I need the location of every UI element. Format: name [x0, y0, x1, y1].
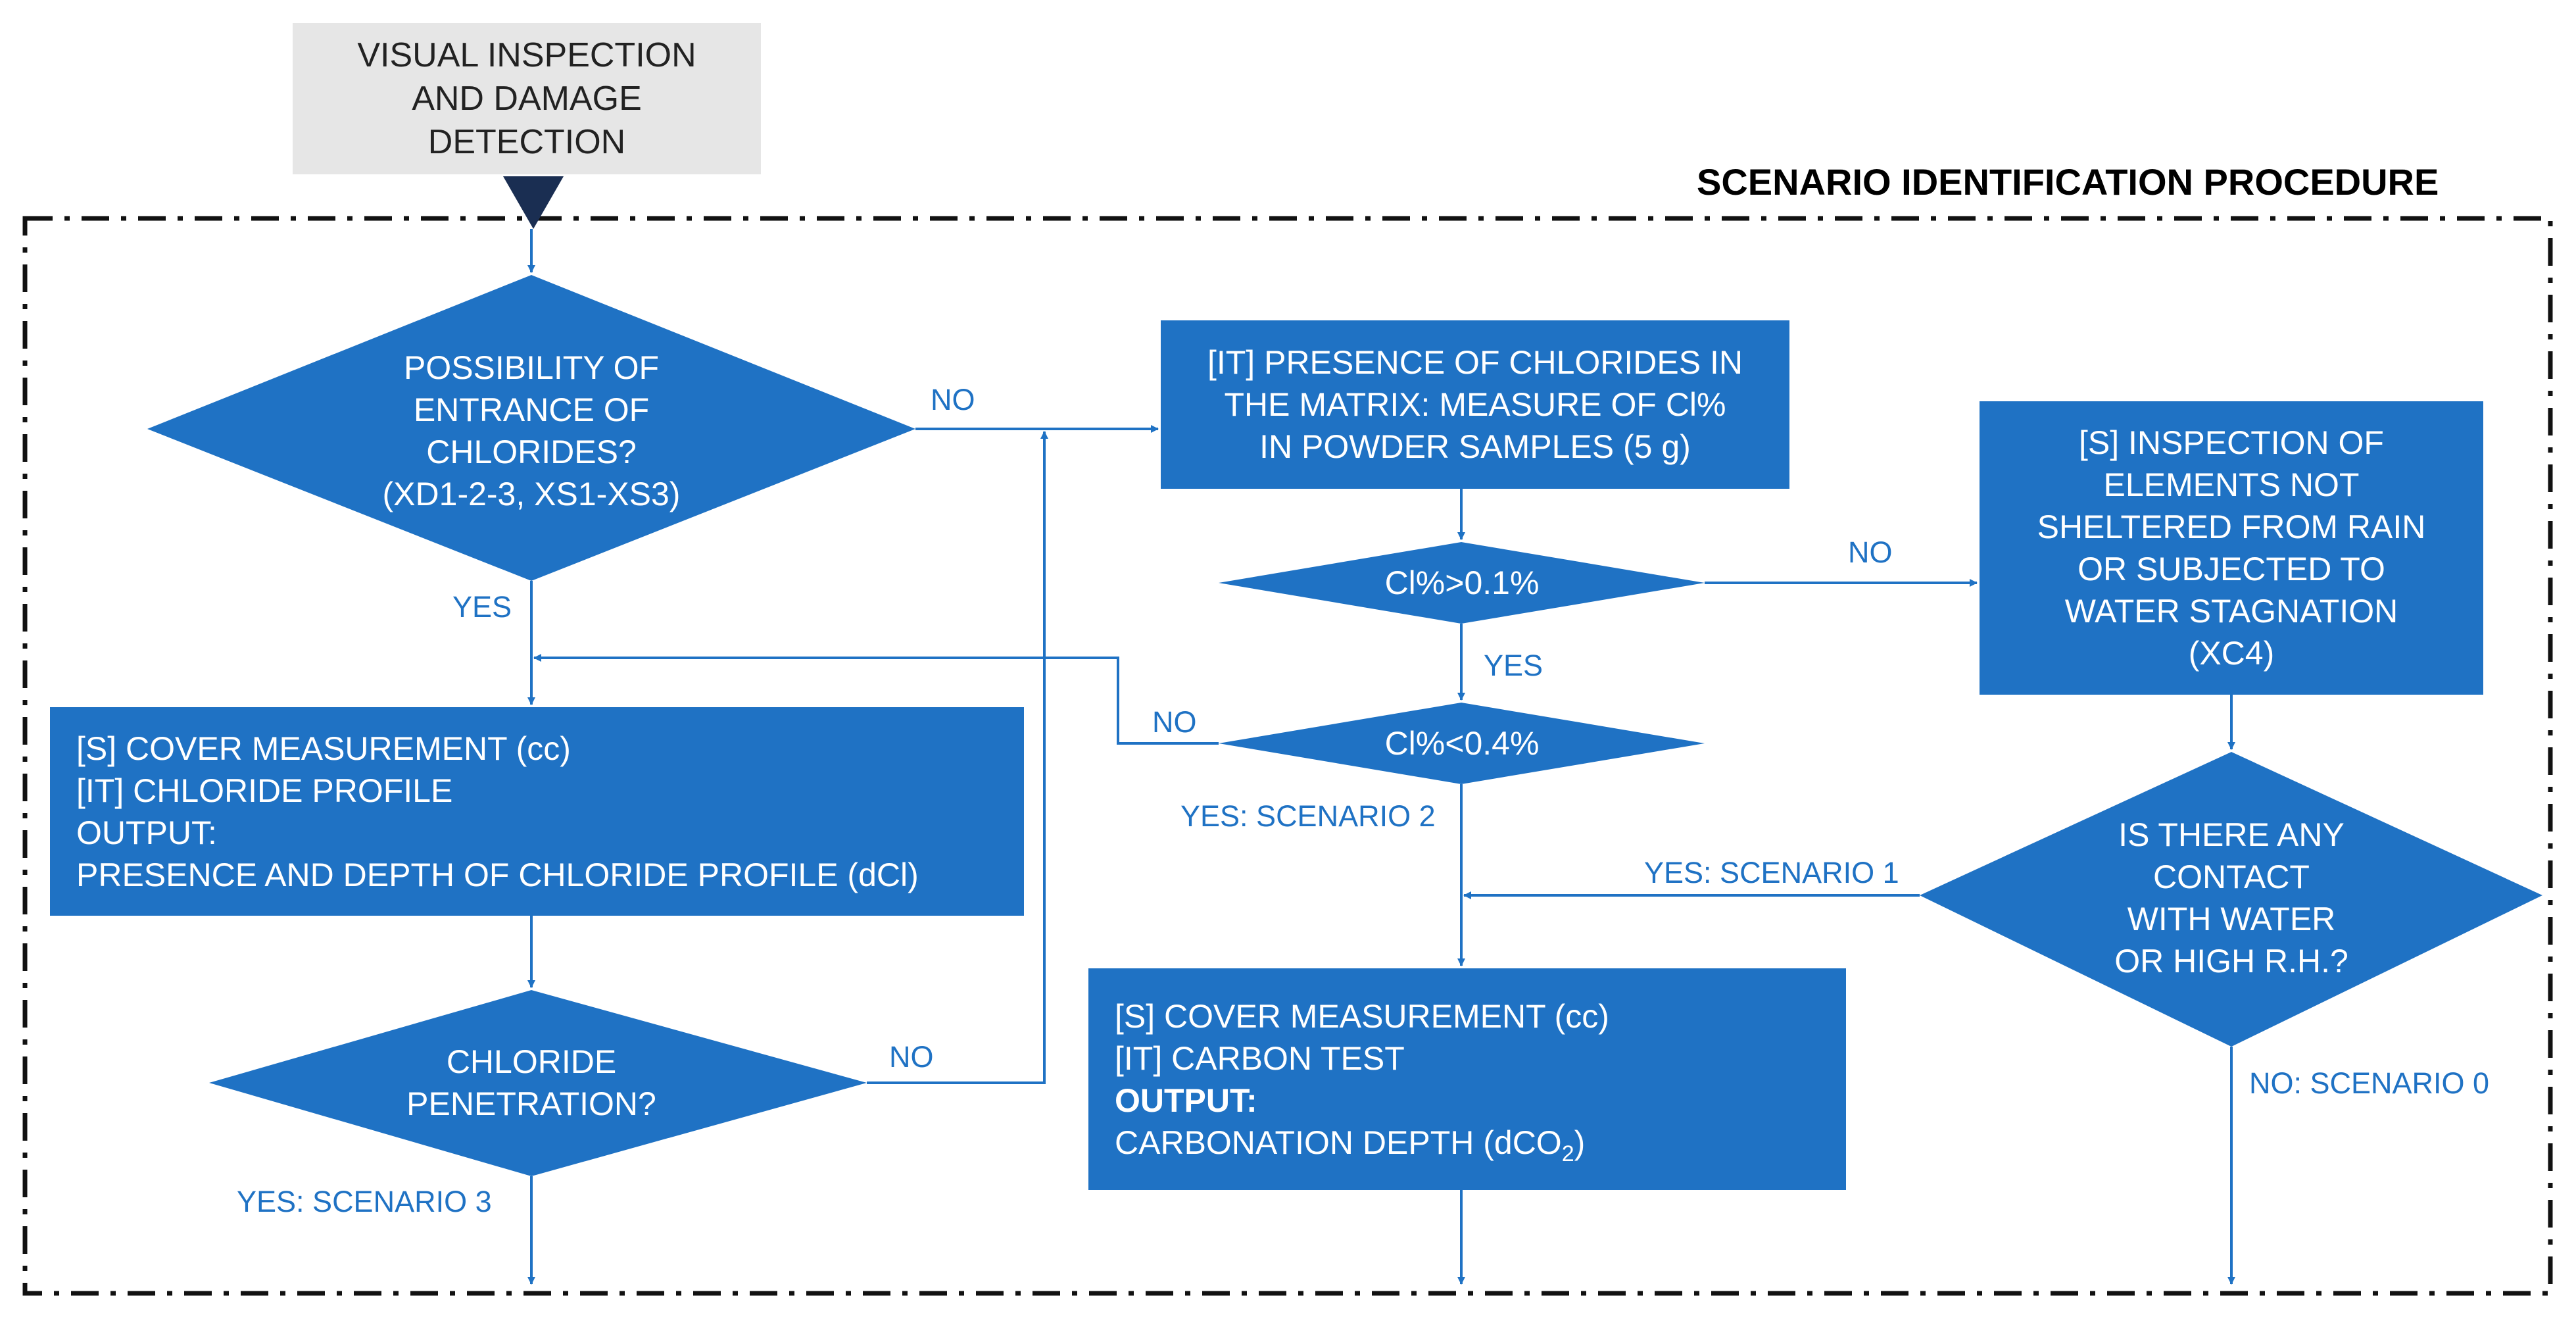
- decision-line: OR HIGH R.H.?: [2114, 943, 2348, 980]
- process-carbon-test-label: [S] COVER MEASUREMENT (cc) [IT] CARBON T…: [1115, 968, 1838, 1190]
- process-chloride-profile-label: [S] COVER MEASUREMENT (cc) [IT] CHLORIDE…: [76, 707, 1017, 916]
- carbonation-depth-suffix: ): [1574, 1124, 1586, 1161]
- edge-label-no: NO: [1848, 535, 1893, 569]
- start-node-label: VISUAL INSPECTION AND DAMAGE DETECTION: [293, 23, 761, 174]
- process-line: OUTPUT:: [76, 814, 217, 851]
- decision-line: Cl%>0.1%: [1384, 564, 1540, 601]
- decision-cl-below-label: Cl%<0.4%: [1284, 722, 1640, 764]
- carbonation-depth-prefix: CARBONATION DEPTH (dCO: [1115, 1124, 1562, 1161]
- decision-chlorides-entrance-label: POSSIBILITY OF ENTRANCE OF CHLORIDES? (X…: [276, 342, 787, 520]
- decision-water-contact: [1920, 752, 2542, 1047]
- decision-cl-above-label: Cl%>0.1%: [1284, 562, 1640, 604]
- process-chlorides-matrix-label: [IT] PRESENCE OF CHLORIDES IN THE MATRIX…: [1161, 320, 1789, 489]
- edge-label-no-scenario-0: NO: SCENARIO 0: [2249, 1066, 2490, 1100]
- process-line: THE MATRIX: MEASURE OF Cl%: [1224, 386, 1726, 423]
- process-line: OR SUBJECTED TO: [2078, 551, 2385, 587]
- edge-label-yes: YES: [452, 590, 512, 624]
- decision-line: PENETRATION?: [406, 1085, 656, 1122]
- process-inspection-rain: [1980, 401, 2483, 695]
- process-line: [S] COVER MEASUREMENT (cc): [76, 730, 571, 767]
- edge-label-yes-scenario-3: YES: SCENARIO 3: [237, 1185, 492, 1218]
- procedure-title: SCENARIO IDENTIFICATION PROCEDURE: [1697, 161, 2439, 203]
- output-heading: OUTPUT:: [1115, 1081, 1257, 1119]
- decision-line: ENTRANCE OF: [413, 391, 650, 428]
- process-inspection-rain-label: [S] INSPECTION OF ELEMENTS NOT SHELTERED…: [1980, 401, 2483, 695]
- process-line: [IT] PRESENCE OF CHLORIDES IN: [1207, 344, 1743, 381]
- decision-line: WITH WATER: [2127, 901, 2336, 937]
- decision-line: CONTACT: [2153, 858, 2310, 895]
- process-line: [S] COVER MEASUREMENT (cc): [1115, 997, 1609, 1035]
- decision-line: IS THERE ANY: [2118, 816, 2345, 853]
- decision-line: CHLORIDES?: [426, 434, 637, 470]
- carbonation-depth-subscript: 2: [1561, 1141, 1574, 1166]
- carbonation-depth-line: CARBONATION DEPTH (dCO2): [1115, 1122, 1838, 1166]
- start-line: DETECTION: [427, 123, 626, 161]
- decision-line: CHLORIDE: [446, 1043, 617, 1080]
- edge-label-no: NO: [931, 383, 975, 416]
- decision-line: POSSIBILITY OF: [403, 349, 660, 386]
- edge-label-no: NO: [889, 1040, 934, 1074]
- process-chloride-profile: [50, 707, 1024, 916]
- process-line: (XC4): [2188, 635, 2275, 672]
- process-line: WATER STAGNATION: [2064, 593, 2398, 630]
- process-line: IN POWDER SAMPLES (5 g): [1259, 428, 1691, 465]
- start-line: AND DAMAGE: [412, 80, 642, 118]
- connector-penetration-no-loop: [867, 431, 1048, 1084]
- process-line: PRESENCE AND DEPTH OF CHLORIDE PROFILE (…: [76, 856, 919, 893]
- process-line: [IT] CARBON TEST: [1115, 1039, 1405, 1077]
- decision-water-contact-label: IS THERE ANY CONTACT WITH WATER OR HIGH …: [2054, 814, 2409, 982]
- process-line: SHELTERED FROM RAIN: [2037, 509, 2426, 545]
- decision-chloride-penetration: [209, 990, 867, 1176]
- decision-line: Cl%<0.4%: [1384, 725, 1540, 762]
- decision-chlorides-entrance: [147, 275, 915, 581]
- edge-label-yes: YES: [1484, 649, 1543, 682]
- decision-line: (XD1-2-3, XS1-XS3): [382, 476, 681, 512]
- edge-label-no: NO: [1152, 705, 1197, 739]
- start-line: VISUAL INSPECTION: [357, 36, 696, 74]
- connector-cl-below-no-back: [533, 654, 1219, 745]
- process-line: [IT] CHLORIDE PROFILE: [76, 772, 453, 809]
- procedure-frame: [22, 216, 2553, 1296]
- decision-chloride-penetration-label: CHLORIDE PENETRATION?: [342, 1041, 721, 1125]
- process-carbon-test: [1088, 968, 1846, 1190]
- edge-label-yes-scenario-1: YES: SCENARIO 1: [1644, 856, 1899, 889]
- edge-label-yes-scenario-2: YES: SCENARIO 2: [1180, 799, 1436, 833]
- process-line: ELEMENTS NOT: [2103, 466, 2360, 503]
- start-arrowhead: [503, 176, 564, 229]
- start-node: [293, 23, 761, 174]
- decision-cl-below-0-4: [1219, 703, 1705, 784]
- decision-cl-above-0-1: [1219, 542, 1705, 624]
- process-chlorides-matrix: [1161, 320, 1789, 489]
- process-line: [S] INSPECTION OF: [2079, 424, 2384, 461]
